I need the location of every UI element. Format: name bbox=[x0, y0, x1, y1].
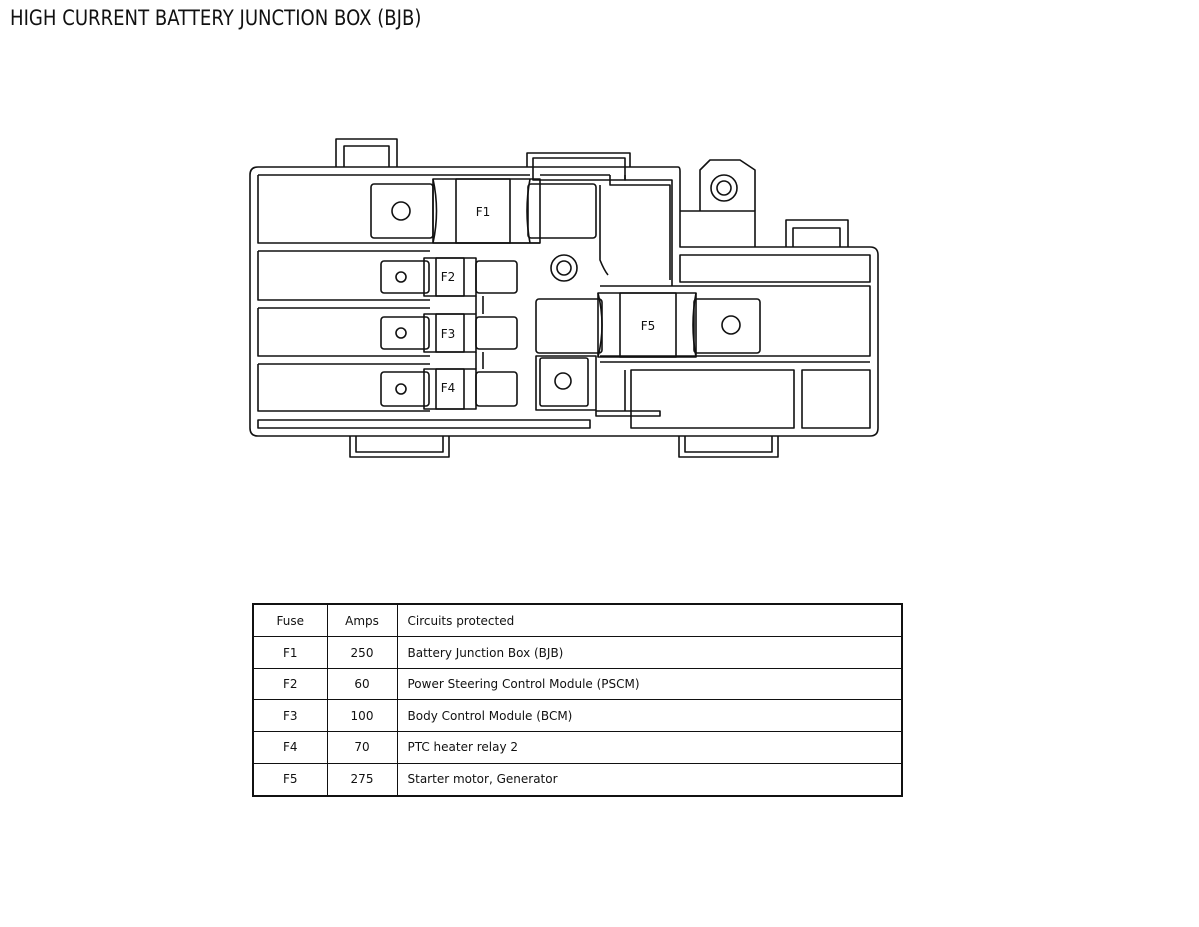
top-tab-left bbox=[335, 138, 398, 167]
fuse-f1-body bbox=[455, 178, 511, 244]
fuse-f1-bolt bbox=[391, 201, 411, 221]
fuse-label-f5: F5 bbox=[641, 319, 656, 333]
table-row: F3 100 Body Control Module (BCM) bbox=[252, 699, 903, 733]
bottom-tab-left bbox=[349, 436, 450, 458]
fuse-label-f1: F1 bbox=[476, 205, 491, 219]
cell-fuse: F2 bbox=[252, 667, 328, 701]
cell-fuse: F5 bbox=[252, 762, 328, 797]
fuse-f5-terminal-left bbox=[535, 298, 603, 354]
fuse-f3-terminal-left bbox=[380, 316, 430, 350]
cell-circuits: Power Steering Control Module (PSCM) bbox=[396, 667, 903, 701]
top-tab-center bbox=[526, 152, 631, 167]
bolt-housing-top bbox=[699, 159, 756, 211]
table-row: F4 70 PTC heater relay 2 bbox=[252, 731, 903, 764]
junction-box-diagram: F1 F2 F3 F4 F5 bbox=[249, 138, 879, 458]
cell-fuse: F1 bbox=[252, 636, 328, 669]
cell-circuits: Battery Junction Box (BJB) bbox=[396, 636, 903, 669]
fuse-label-f2: F2 bbox=[441, 270, 456, 284]
cell-circuits: Starter motor, Generator bbox=[396, 762, 903, 797]
table-row: F2 60 Power Steering Control Module (PSC… bbox=[252, 667, 903, 701]
fuse-f5-body bbox=[619, 292, 677, 358]
cell-fuse: F4 bbox=[252, 731, 328, 764]
fuse-table: Fuse Amps Circuits protected F1 250 Batt… bbox=[252, 603, 903, 797]
fuse-f1-terminal-left bbox=[370, 183, 434, 239]
fuse-f4-terminal-left bbox=[380, 371, 430, 407]
cell-amps: 60 bbox=[326, 667, 398, 701]
fuse-f1-terminal-right bbox=[527, 183, 597, 239]
fuse-f2-terminal-right bbox=[475, 260, 518, 294]
housing-outline bbox=[249, 166, 879, 437]
header-circuits: Circuits protected bbox=[396, 603, 903, 638]
fuse-f5-bolt bbox=[721, 315, 741, 335]
page-title: HIGH CURRENT BATTERY JUNCTION BOX (BJB) bbox=[10, 6, 422, 30]
fuse-f3-terminal-right bbox=[475, 316, 518, 350]
fuse-label-f3: F3 bbox=[441, 327, 456, 341]
header-amps: Amps bbox=[326, 603, 398, 638]
lower-bolt bbox=[554, 372, 572, 390]
fuse-label-f4: F4 bbox=[441, 381, 456, 395]
cell-circuits: Body Control Module (BCM) bbox=[396, 699, 903, 733]
cell-circuits: PTC heater relay 2 bbox=[396, 731, 903, 764]
cell-fuse: F3 bbox=[252, 699, 328, 733]
cell-amps: 275 bbox=[326, 762, 398, 797]
top-tab-right bbox=[785, 219, 849, 247]
table-row: F5 275 Starter motor, Generator bbox=[252, 762, 903, 797]
bottom-tab-right bbox=[678, 436, 779, 458]
bolt-terminal-top bbox=[710, 174, 738, 202]
table-row: F1 250 Battery Junction Box (BJB) bbox=[252, 636, 903, 669]
center-bolt bbox=[550, 254, 578, 282]
header-fuse: Fuse bbox=[252, 603, 328, 638]
cell-amps: 70 bbox=[326, 731, 398, 764]
fuse-f4-terminal-right bbox=[475, 371, 518, 407]
cell-amps: 100 bbox=[326, 699, 398, 733]
cell-amps: 250 bbox=[326, 636, 398, 669]
fuse-f2-terminal-left bbox=[380, 260, 430, 294]
fuse-f5-terminal-right bbox=[693, 298, 761, 354]
lower-bolt-housing bbox=[539, 357, 589, 407]
table-header-row: Fuse Amps Circuits protected bbox=[252, 603, 903, 638]
